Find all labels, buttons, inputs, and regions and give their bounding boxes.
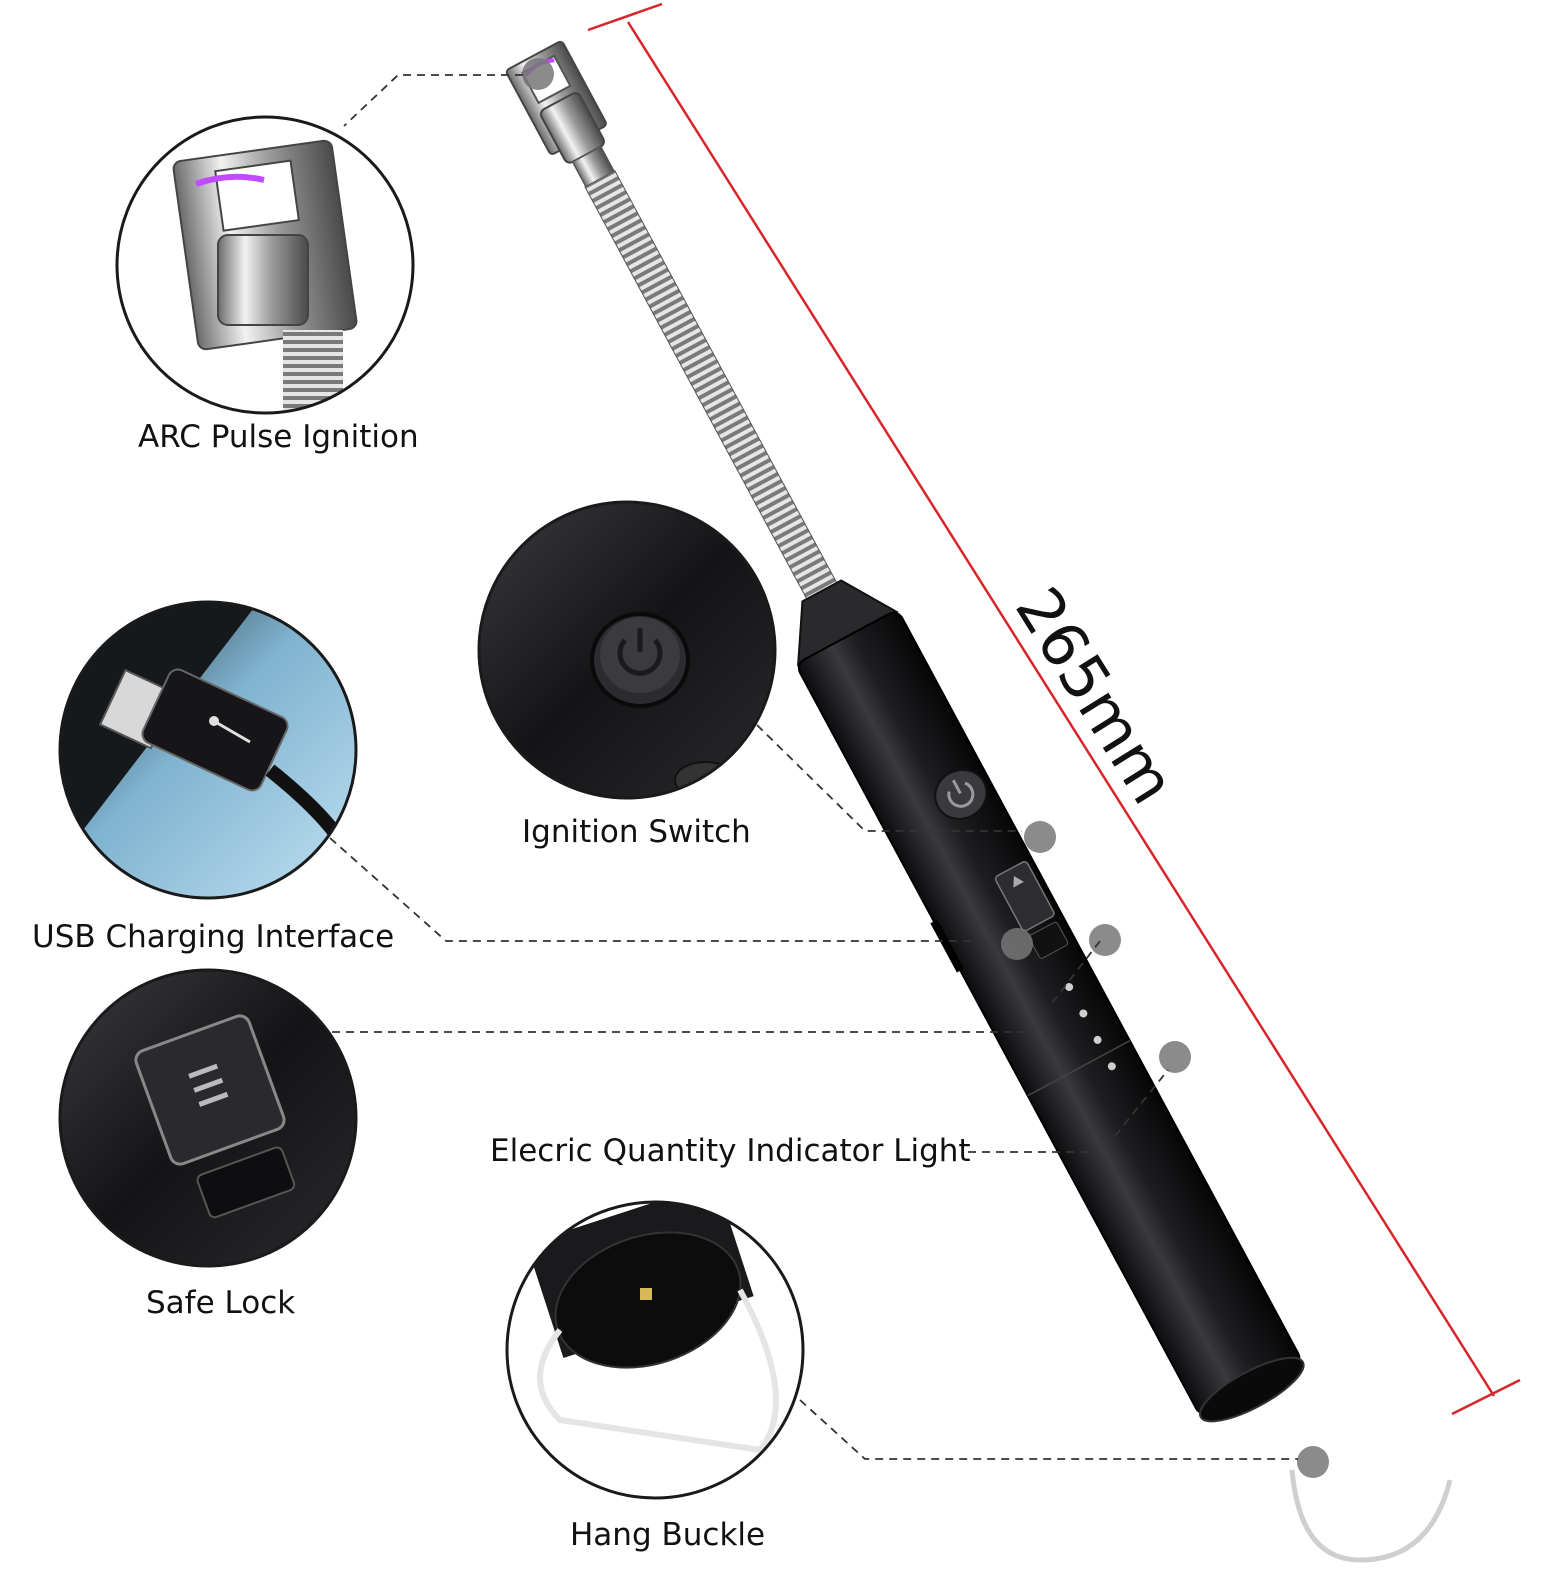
label-ignition-switch: Ignition Switch — [522, 814, 751, 850]
lighter-body — [797, 611, 1301, 1415]
label-electric-quantity-indicator: Elecric Quantity Indicator Light — [490, 1133, 971, 1169]
detail-circle-switch — [477, 500, 777, 800]
label-hang-buckle: Hang Buckle — [570, 1517, 766, 1553]
usb-port — [930, 919, 964, 973]
label-safe-lock: Safe Lock — [146, 1285, 296, 1321]
safe-lock-slider — [994, 861, 1069, 959]
detail-circle-arc — [115, 115, 415, 415]
leader-lines — [329, 74, 1298, 1460]
lighter-product — [505, 40, 1305, 1423]
power-button — [934, 768, 988, 820]
marker-dots — [522, 58, 1329, 1478]
indicator-dots — [1065, 983, 1116, 1071]
detail-circle-buckle — [505, 1200, 805, 1500]
label-usb-charging-interface: USB Charging Interface — [32, 919, 395, 955]
hang-loop — [1289, 1469, 1453, 1563]
arc-tip — [505, 40, 616, 190]
dimension-line — [587, 2, 1521, 1416]
detail-circle-usb — [58, 600, 358, 900]
detail-circle-lock — [58, 968, 358, 1268]
neck-collar — [796, 579, 899, 667]
end-cap — [1199, 1356, 1305, 1423]
label-arc-pulse-ignition: ARC Pulse Ignition — [138, 419, 419, 455]
